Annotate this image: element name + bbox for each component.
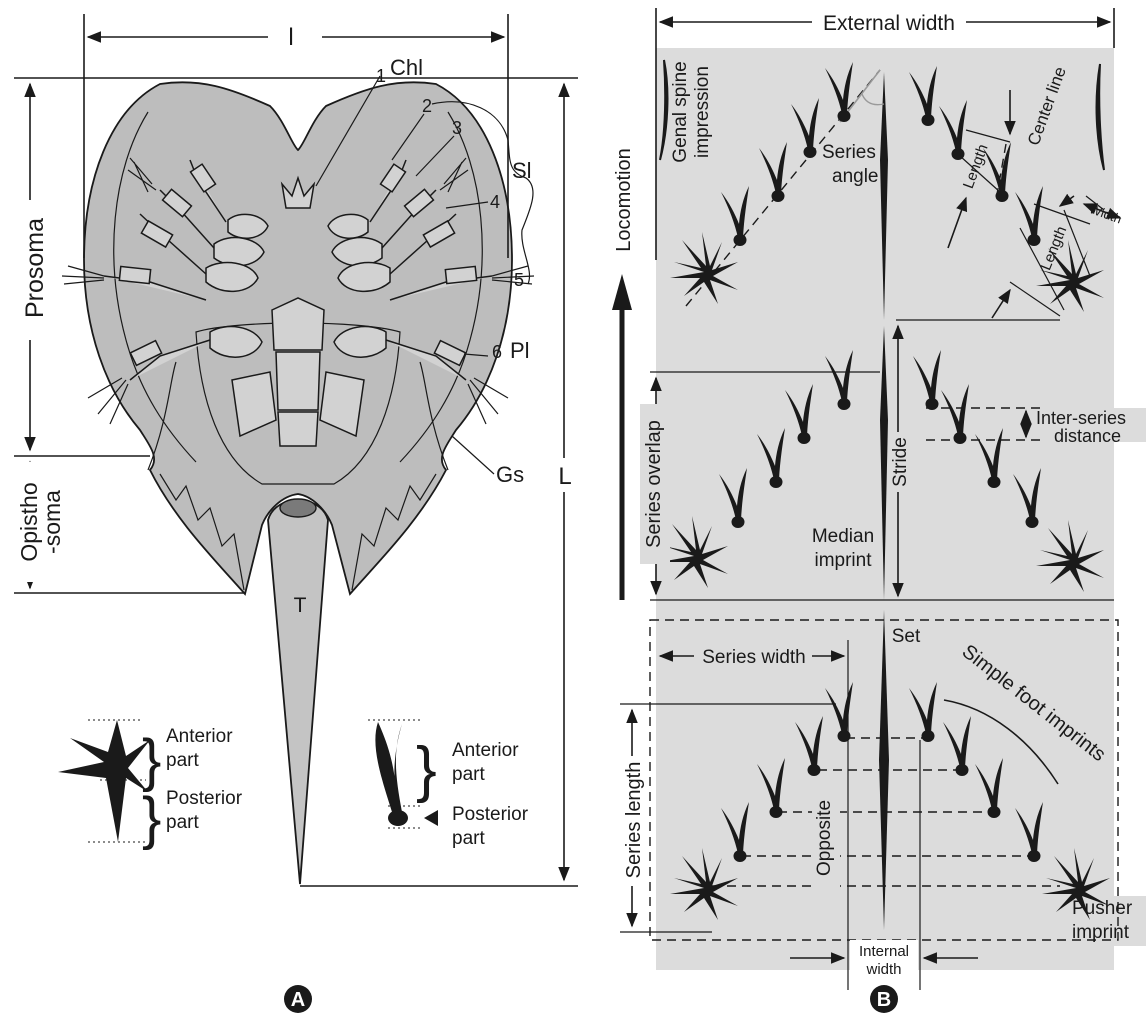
series-width-label: Series width (702, 647, 806, 668)
inter-series-label-1: Inter-series (1036, 408, 1126, 428)
anus (280, 499, 316, 517)
chl-label: Chl (390, 55, 423, 80)
locomotion-label: Locomotion (613, 148, 635, 251)
svg-text:part: part (166, 812, 199, 833)
svg-text:Anterior: Anterior (166, 726, 233, 747)
opisthosoma-label-2: -soma (39, 490, 65, 554)
leg-number-6: 6 (492, 342, 502, 362)
leg-number-4: 4 (490, 192, 500, 212)
telson (268, 500, 328, 884)
internal-width-label-2: width (865, 961, 901, 978)
telson-label: T (294, 594, 307, 617)
svg-text:part: part (452, 764, 485, 785)
svg-text:Posterior: Posterior (166, 788, 243, 809)
stride-label: Stride (890, 437, 911, 487)
svg-text:Posterior: Posterior (452, 804, 529, 825)
panel-a-label: A (291, 989, 305, 1011)
leg-number-2: 2 (422, 96, 432, 116)
legend-simple-print: Anterior part Posterior part } (368, 720, 529, 849)
median-imprint-label-2: imprint (814, 550, 872, 571)
pusher-imprint-label-2: imprint (1072, 922, 1130, 943)
series-angle-label-1: Series (822, 142, 876, 163)
panel-a: l Prosoma Opistho -soma L 1 Chl 2 3 4 5 … (14, 14, 578, 1013)
series-angle-label-2: angle (832, 166, 879, 187)
svg-text:}: } (416, 735, 437, 804)
set-label: Set (892, 626, 921, 647)
panel-b: External width Genal spine impression Lo… (612, 8, 1146, 1013)
svg-text:part: part (166, 750, 199, 771)
leg-number-1: 1 (376, 66, 386, 86)
length-label-big-l: L (558, 463, 571, 490)
external-width-label: External width (823, 12, 955, 35)
leg-number-5: 5 (514, 270, 524, 290)
prosoma-label: Prosoma (21, 218, 49, 318)
leg-number-3: 3 (452, 118, 462, 138)
internal-width-label-1: Internal (859, 943, 909, 960)
width-label-l: l (288, 24, 293, 51)
genal-spine-label-2: impression (692, 66, 713, 158)
svg-text:}: } (142, 786, 161, 851)
genal-spine-label-1: Genal spine (670, 61, 691, 162)
median-imprint-label-1: Median (812, 526, 874, 547)
inter-series-label-2: distance (1054, 426, 1121, 446)
pusher-imprint-label-1: Pusher (1072, 898, 1133, 919)
legend-pusher-print: Anterior part Posterior part } } (58, 720, 243, 851)
series-overlap-label: Series overlap (643, 420, 665, 548)
opposite-label: Opposite (814, 800, 835, 876)
sl-label: Sl (512, 158, 532, 183)
svg-text:Anterior: Anterior (452, 740, 519, 761)
svg-text:part: part (452, 828, 485, 849)
gs-label: Gs (496, 462, 524, 487)
svg-text:}: } (142, 728, 161, 793)
pl-label: Pl (510, 338, 530, 363)
panel-b-label: B (877, 989, 891, 1011)
series-length-label: Series length (623, 762, 645, 879)
